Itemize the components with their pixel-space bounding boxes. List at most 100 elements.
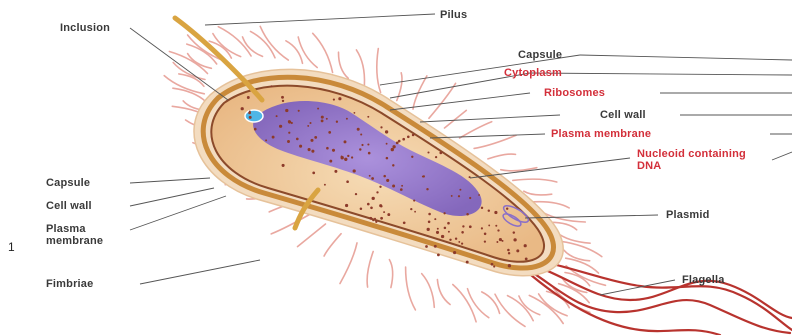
- ribosome-dot: [321, 120, 324, 123]
- ribosome-dot: [288, 120, 291, 123]
- fimbria-hair: [513, 179, 557, 182]
- ribosome-dot: [501, 240, 503, 242]
- ribosome-dot: [461, 243, 463, 245]
- ribosome-dot: [507, 249, 510, 252]
- fimbria-hair: [482, 292, 500, 314]
- ribosome-dot: [334, 170, 337, 173]
- label-nucleoid: Nucleoid containing DNA: [637, 148, 747, 172]
- ribosome-dot: [351, 156, 353, 158]
- ribosome-dot: [328, 131, 331, 134]
- ribosome-dot: [329, 160, 332, 163]
- fimbria-hair: [422, 274, 435, 308]
- ribosome-dot: [443, 212, 445, 214]
- ribosome-dot: [411, 156, 413, 158]
- label-capsule-left: Capsule: [46, 177, 90, 189]
- ribosome-dot: [444, 227, 447, 230]
- ribosome-dot: [458, 195, 460, 197]
- ribosome-dot: [312, 172, 315, 175]
- ribosome-dot: [461, 231, 464, 234]
- ribosome-dot: [398, 140, 401, 143]
- ribosome-dot: [249, 111, 251, 113]
- ribosome-dot: [396, 142, 399, 145]
- ribosome-dot: [321, 116, 324, 119]
- ribosome-dot: [488, 209, 490, 211]
- ribosome-dot: [311, 150, 314, 153]
- ribosome-dot: [402, 138, 405, 141]
- ribosome-dot: [282, 164, 285, 167]
- ribosome-dot: [367, 203, 370, 206]
- ribosome-dot: [496, 241, 498, 243]
- label-cell-wall-right: Cell wall: [600, 109, 646, 121]
- ribosome-dot: [310, 139, 313, 142]
- ribosome-dot: [375, 221, 377, 223]
- ribosome-dot: [462, 225, 464, 227]
- label-inclusion: Inclusion: [60, 22, 110, 34]
- ribosome-dot: [369, 217, 372, 220]
- label-cell-wall-left: Cell wall: [46, 200, 92, 212]
- ribosome-dot: [314, 136, 317, 139]
- ribosome-dot: [367, 143, 369, 145]
- ribosome-dot: [379, 186, 381, 188]
- ribosome-dot: [481, 227, 483, 229]
- ribosome-dot: [326, 147, 329, 150]
- fimbria-hair: [340, 243, 357, 284]
- ribosome-dot: [341, 156, 344, 159]
- ribosome-dot: [392, 164, 394, 166]
- ribosome-dot: [317, 108, 319, 110]
- ribosome-dot: [410, 208, 412, 210]
- ribosome-dot: [307, 125, 309, 127]
- fimbria-hair: [460, 122, 492, 138]
- ribosome-dot: [391, 148, 394, 151]
- ribosome-dot: [495, 225, 497, 227]
- ribosome-dot: [357, 128, 360, 131]
- ribosome-dot: [346, 180, 349, 183]
- ribosome-dot: [478, 194, 480, 196]
- ribosome-dot: [491, 263, 494, 266]
- ribosome-dot: [499, 238, 502, 241]
- ribosome-dot: [392, 185, 395, 188]
- fimbria-hair: [524, 191, 552, 195]
- fimbria-hair: [298, 37, 317, 68]
- ribosome-dot: [372, 219, 374, 221]
- ribosome-dot: [448, 231, 450, 233]
- ribosome-dot: [386, 157, 389, 160]
- fimbria-hair: [474, 135, 516, 148]
- ribosome-dot: [437, 228, 439, 230]
- ribosome-dot: [449, 239, 451, 241]
- ribosome-dot: [345, 204, 348, 207]
- ribosome-dot: [383, 175, 386, 178]
- ribosome-dot: [353, 112, 355, 114]
- ribosome-dot: [282, 100, 284, 102]
- ribosome-dot: [413, 200, 415, 202]
- ribosome-dot: [447, 222, 450, 225]
- ribosome-dot: [497, 229, 499, 231]
- ribosome-dot: [265, 139, 267, 141]
- ribosome-dot: [427, 151, 429, 153]
- fimbria-hair: [453, 285, 476, 322]
- ribosome-dot: [360, 133, 362, 135]
- ribosome-dot: [385, 130, 388, 133]
- ribosome-dot: [369, 175, 371, 177]
- fimbria-hair: [468, 289, 489, 318]
- ribosome-dot: [332, 149, 335, 152]
- ribosome-dot: [276, 115, 278, 117]
- label-plasma-membrane-right: Plasma membrane: [551, 128, 651, 140]
- ribosome-dot: [437, 254, 440, 257]
- inclusion-body: [245, 110, 263, 122]
- ribosome-dot: [441, 235, 444, 238]
- ribosome-dot: [513, 231, 515, 233]
- ribosome-dot: [423, 175, 425, 177]
- ribosome-dot: [355, 193, 357, 195]
- fimbria-hair: [271, 214, 310, 234]
- ribosome-dot: [308, 148, 311, 151]
- ribosome-dot: [524, 244, 527, 247]
- ribosome-dot: [513, 238, 516, 241]
- ribosome-dot: [466, 213, 469, 216]
- ribosome-dot: [484, 240, 486, 242]
- ribosome-dot: [287, 140, 290, 143]
- ribosome-dot: [407, 136, 410, 139]
- fimbria-hair: [529, 295, 563, 323]
- ribosome-dot: [453, 251, 456, 254]
- ribosome-dot: [347, 155, 349, 157]
- ribosome-dot: [401, 185, 403, 187]
